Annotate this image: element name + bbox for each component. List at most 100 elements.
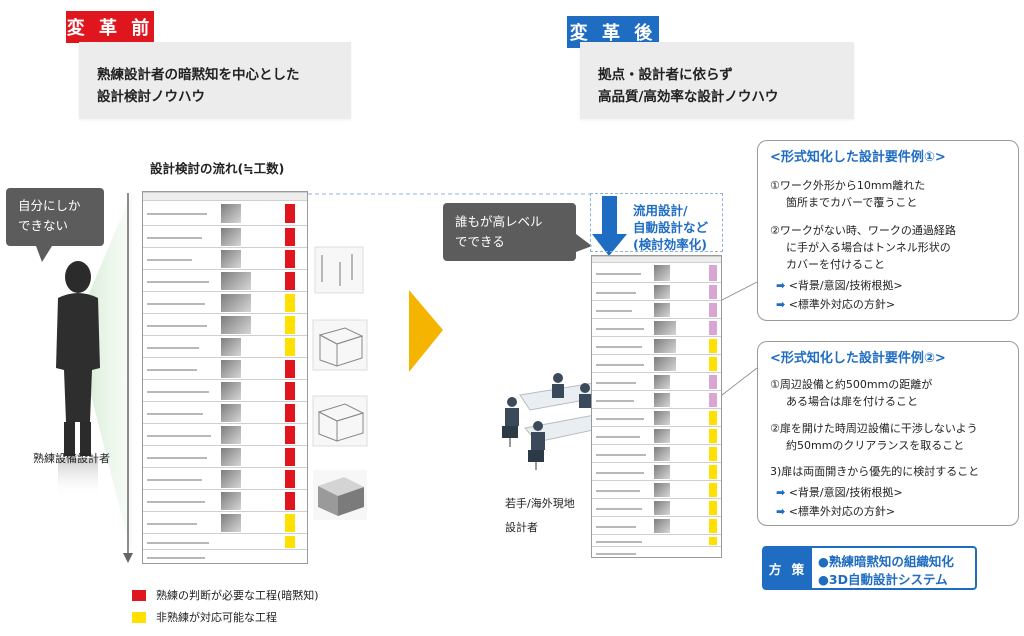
step-mark-yellow [709,519,717,533]
legend-swatch-red [132,589,146,601]
step-mark-red [285,448,295,466]
bubble-tail-left [36,246,52,262]
step-mark-pink [709,375,717,389]
before-headline-line1: 熟練設計者の暗黙知を中心とした [97,67,300,83]
solution-label: 方 策 [764,548,812,588]
step-mark-red [285,250,295,268]
solution-item-2: ●3D自動設計システム [818,572,948,587]
expert-bubble-line1: 自分にしか [18,198,81,213]
step-mark-yellow [709,339,717,353]
step-mark-red [285,492,295,510]
transition-arrow [409,290,443,372]
team-speech-bubble: 誰もが高レベル でできる [443,203,576,261]
team-bubble-line1: 誰もが高レベル [455,214,543,229]
efficiency-flow-box [590,193,723,252]
example1-line4: に手が入る場合はトンネル形状の [786,241,951,254]
model-sketch-4 [313,470,367,520]
example1-background-item: ➡ <背景/意図/技術根拠> [776,277,903,294]
arrow-right-icon: ➡ [776,486,786,499]
example2-policy-label: <標準外対応の方針> [788,505,896,518]
example1-policy-item: ➡ <標準外対応の方針> [776,296,895,313]
step-mark-yellow [285,514,295,532]
step-mark-pink [709,303,717,317]
step-mark-red [285,470,295,488]
team-bubble-line2: でできる [455,234,505,249]
example2-policy-item: ➡ <標準外対応の方針> [776,503,895,520]
solution-item-1: ●熟練暗黙知の組織知化 [818,554,954,569]
design-requirement-example-1: <形式知化した設計要件例①> ①ワーク外形から10mm離れた 箇所までカバーで覆… [757,140,1019,321]
legend-item-yellow: 非熟練が対応可能な工程 [132,609,277,625]
connector-example1 [721,281,758,301]
process-sheet-before [142,191,308,564]
example2-line3: ②扉を開けた時周辺設備に干渉しないよう [770,422,978,435]
worker-label-line2: 設計者 [505,521,538,534]
step-mark-yellow [709,465,717,479]
step-mark-yellow [285,536,295,548]
arrow-right-icon: ➡ [776,298,786,311]
before-headline-box: 熟練設計者の暗黙知を中心とした 設計検討ノウハウ [79,42,351,119]
down-arrow-head [592,234,627,256]
step-mark-red [285,204,295,223]
arrow-right-icon: ➡ [776,505,786,518]
example1-title: <形式知化した設計要件例①> [770,150,946,165]
example1-background-label: <背景/意図/技術根拠> [788,279,903,292]
after-headline-line2: 高品質/高効率な設計ノウハウ [598,89,779,105]
step-mark-red [285,272,295,290]
before-headline-line2: 設計検討ノウハウ [97,89,205,105]
process-sheet-after [591,255,722,558]
step-mark-pink [709,265,717,281]
efficiency-flow-text: 流用設計/ 自動設計など (検討効率化) [633,202,708,253]
step-mark-yellow [709,501,717,515]
example2-line1: ①周辺設備と約500mmの距離が [770,378,933,391]
worker-label: 若手/海外現地 設計者 [505,492,575,540]
step-mark-pink [709,285,717,299]
bubble-tail-right [576,234,592,252]
step-mark-red [285,426,295,444]
legend-label-yellow: 非熟練が対応可能な工程 [156,611,277,624]
step-mark-yellow [709,447,717,461]
step-mark-yellow [709,429,717,443]
example1-line3: ②ワークがない時、ワークの通過経路 [770,224,956,237]
worker-label-line1: 若手/海外現地 [505,497,575,510]
expert-person-silhouette [56,261,100,498]
example2-title: <形式知化した設計要件例②> [770,351,946,366]
step-mark-yellow [285,294,295,312]
step-mark-red [285,404,295,422]
example2-background-item: ➡ <背景/意図/技術根拠> [776,484,903,501]
example1-line2: 箇所までカバーで覆うこと [786,196,918,209]
step-mark-yellow [709,483,717,497]
example2-line5: 3)扉は両面開きから優先的に検討すること [770,465,980,478]
solution-box: 方 策 ●熟練暗黙知の組織知化 ●3D自動設計システム [762,546,977,590]
example1-line1: ①ワーク外形から10mm離れた [770,179,926,192]
after-headline-box: 拠点・設計者に依らず 高品質/高効率な設計ノウハウ [580,42,854,119]
step-mark-red [285,228,295,246]
example1-line5: カバーを付けること [786,258,885,271]
example2-line4: 約50mmのクリアランスを取ること [786,439,965,452]
design-requirement-example-2: <形式知化した設計要件例②> ①周辺設備と約500mmの距離が ある場合は扉を付… [757,341,1019,526]
step-mark-red [285,382,295,400]
step-mark-yellow [285,316,295,334]
step-mark-pink [709,321,717,335]
model-sketch-3 [312,395,368,447]
step-mark-yellow [709,537,717,545]
step-mark-yellow [285,338,295,356]
flow-text-line2: 自動設計など [633,220,709,235]
office-workers-illustration [502,373,614,470]
expert-speech-bubble: 自分にしか できない [6,188,104,246]
expert-bubble-line2: できない [18,218,69,233]
flow-arrow-head [123,553,133,563]
after-headline-line1: 拠点・設計者に依らず [598,67,733,83]
arrow-right-icon: ➡ [776,279,786,292]
before-tag: 変 革 前 [66,11,154,43]
flow-text-line3: (検討効率化) [633,237,707,252]
legend-item-red: 熟練の判断が必要な工程(暗黙知) [132,587,319,603]
step-mark-yellow [709,357,717,371]
model-sketch-1 [314,246,364,294]
connector-example2 [721,367,758,396]
green-beam [82,192,132,556]
legend-label-red: 熟練の判断が必要な工程(暗黙知) [156,589,319,602]
legend-swatch-yellow [132,611,146,623]
example2-line2: ある場合は扉を付けること [786,395,918,408]
step-mark-red [285,360,295,378]
